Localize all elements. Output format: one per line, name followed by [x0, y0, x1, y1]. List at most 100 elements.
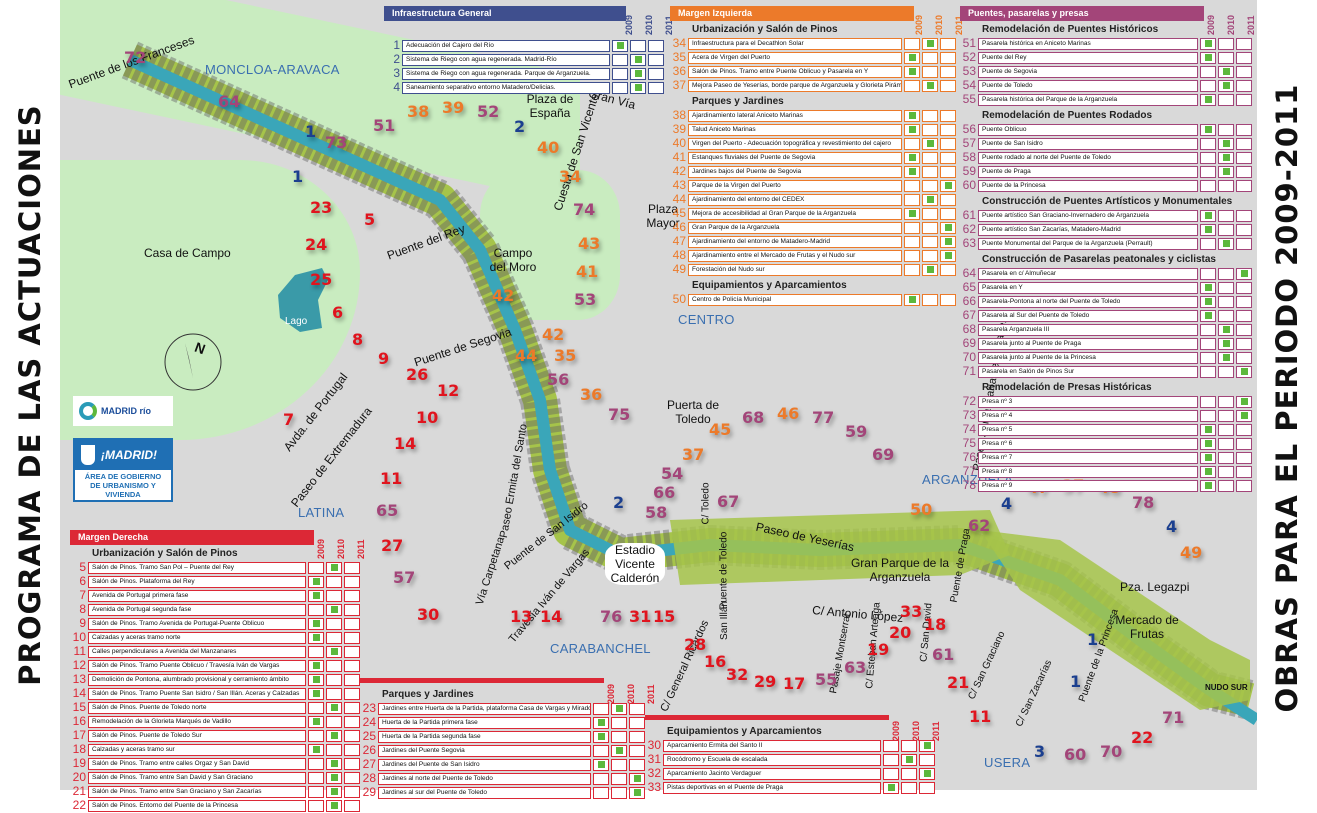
map-marker-38[interactable]: 38 [407, 102, 430, 121]
map-marker-66[interactable]: 66 [653, 483, 676, 502]
map-marker-12[interactable]: 12 [437, 381, 460, 400]
map-marker-44[interactable]: 44 [515, 346, 538, 365]
year-cell-2010 [611, 758, 627, 771]
map-marker-62[interactable]: 62 [968, 516, 991, 535]
map-marker-49[interactable]: 49 [1180, 543, 1203, 562]
map-marker-61[interactable]: 61 [932, 645, 955, 664]
map-marker-65[interactable]: 65 [376, 501, 399, 520]
map-marker-4[interactable]: 4 [1001, 494, 1013, 513]
map-marker-23[interactable]: 23 [310, 198, 333, 217]
map-marker-56[interactable]: 56 [547, 370, 570, 389]
map-marker-1[interactable]: 1 [1087, 630, 1099, 649]
map-marker-39[interactable]: 39 [442, 98, 465, 117]
map-marker-15[interactable]: 15 [653, 607, 676, 626]
map-marker-45[interactable]: 45 [709, 420, 732, 439]
map-marker-2[interactable]: 2 [613, 493, 625, 512]
map-marker-68[interactable]: 68 [742, 408, 765, 427]
map-marker-20[interactable]: 20 [889, 623, 912, 642]
map-marker-18[interactable]: 18 [924, 615, 947, 634]
map-marker-75[interactable]: 75 [608, 405, 631, 424]
map-marker-60[interactable]: 60 [1064, 745, 1087, 764]
map-marker-57[interactable]: 57 [393, 568, 416, 587]
map-marker-14[interactable]: 14 [394, 434, 417, 453]
map-marker-64[interactable]: 64 [218, 92, 241, 111]
map-marker-1[interactable]: 1 [1070, 672, 1082, 691]
map-marker-72[interactable]: 72 [124, 48, 147, 67]
map-marker-11[interactable]: 11 [969, 707, 992, 726]
map-marker-50[interactable]: 50 [910, 500, 933, 519]
map-marker-42[interactable]: 42 [542, 325, 565, 344]
map-marker-17[interactable]: 17 [783, 674, 806, 693]
map-marker-51[interactable]: 51 [373, 116, 396, 135]
map-marker-74[interactable]: 74 [573, 200, 596, 219]
map-marker-46[interactable]: 46 [777, 404, 800, 423]
map-marker-53[interactable]: 53 [574, 290, 597, 309]
map-marker-6[interactable]: 6 [332, 303, 344, 322]
year-cell-2010 [922, 123, 938, 136]
year-cell-2011 [648, 53, 664, 66]
year-cell-2011 [919, 739, 935, 752]
map-marker-16[interactable]: 16 [704, 652, 727, 671]
district-moncloa: MONCLOA-ARAVACA [205, 62, 340, 77]
map-marker-28[interactable]: 28 [684, 635, 707, 654]
map-marker-7[interactable]: 7 [283, 410, 295, 429]
year-cell-2011 [648, 67, 664, 80]
map-marker-63[interactable]: 63 [844, 658, 867, 677]
map-marker-77[interactable]: 77 [812, 408, 835, 427]
map-marker-59[interactable]: 59 [845, 422, 868, 441]
map-marker-10[interactable]: 10 [416, 408, 439, 427]
year-cell-2011 [1236, 337, 1252, 350]
map-marker-40[interactable]: 40 [537, 138, 560, 157]
map-marker-52[interactable]: 52 [477, 102, 500, 121]
map-marker-32[interactable]: 32 [726, 665, 749, 684]
item-description: Pasarela histórica en Aniceto Marinas [978, 37, 1198, 50]
map-marker-55[interactable]: 55 [815, 670, 838, 689]
map-marker-8[interactable]: 8 [352, 330, 364, 349]
year-cell-2011 [919, 753, 935, 766]
year-cell-2010 [611, 786, 627, 799]
map-marker-1[interactable]: 1 [305, 122, 317, 141]
map-marker-41[interactable]: 41 [576, 262, 599, 281]
item-description: Demolición de Pontona, alumbrado provisi… [88, 673, 306, 686]
map-marker-3[interactable]: 3 [1034, 742, 1046, 761]
item-description: Aparcamiento Jacinto Verdaguer [663, 767, 881, 780]
map-marker-54[interactable]: 54 [661, 464, 684, 483]
map-marker-30[interactable]: 30 [417, 605, 440, 624]
map-marker-33[interactable]: 33 [900, 602, 923, 621]
map-marker-1[interactable]: 1 [292, 167, 304, 186]
map-marker-24[interactable]: 24 [305, 235, 328, 254]
map-marker-13[interactable]: 13 [510, 607, 533, 626]
map-marker-73[interactable]: 73 [325, 133, 348, 152]
map-marker-27[interactable]: 27 [381, 536, 404, 555]
item-description: Presa nº 3 [978, 395, 1198, 408]
map-marker-25[interactable]: 25 [310, 270, 333, 289]
map-marker-35[interactable]: 35 [554, 346, 577, 365]
map-marker-31[interactable]: 31 [629, 607, 652, 626]
map-marker-2[interactable]: 2 [514, 117, 526, 136]
map-marker-37[interactable]: 37 [682, 445, 705, 464]
map-marker-19[interactable]: 19 [867, 640, 890, 659]
map-marker-4[interactable]: 4 [1166, 517, 1178, 536]
map-marker-78[interactable]: 78 [1132, 493, 1155, 512]
map-marker-9[interactable]: 9 [378, 349, 390, 368]
map-marker-70[interactable]: 70 [1100, 742, 1123, 761]
map-marker-34[interactable]: 34 [559, 167, 582, 186]
map-marker-36[interactable]: 36 [580, 385, 603, 404]
map-marker-69[interactable]: 69 [872, 445, 895, 464]
map-marker-21[interactable]: 21 [947, 673, 970, 692]
map-marker-29[interactable]: 29 [754, 672, 777, 691]
scheduled-mark [633, 775, 641, 782]
map-marker-14[interactable]: 14 [540, 607, 563, 626]
map-marker-26[interactable]: 26 [406, 365, 429, 384]
map-marker-11[interactable]: 11 [380, 469, 403, 488]
map-marker-71[interactable]: 71 [1162, 708, 1185, 727]
map-marker-67[interactable]: 67 [717, 492, 740, 511]
map-marker-42[interactable]: 42 [492, 286, 515, 305]
item-description: Mejora de accesibilidad al Gran Parque d… [688, 207, 902, 220]
map-marker-58[interactable]: 58 [645, 503, 668, 522]
map-marker-76[interactable]: 76 [600, 607, 623, 626]
map-marker-5[interactable]: 5 [364, 210, 376, 229]
map-marker-22[interactable]: 22 [1131, 728, 1154, 747]
map-marker-43[interactable]: 43 [578, 234, 601, 253]
